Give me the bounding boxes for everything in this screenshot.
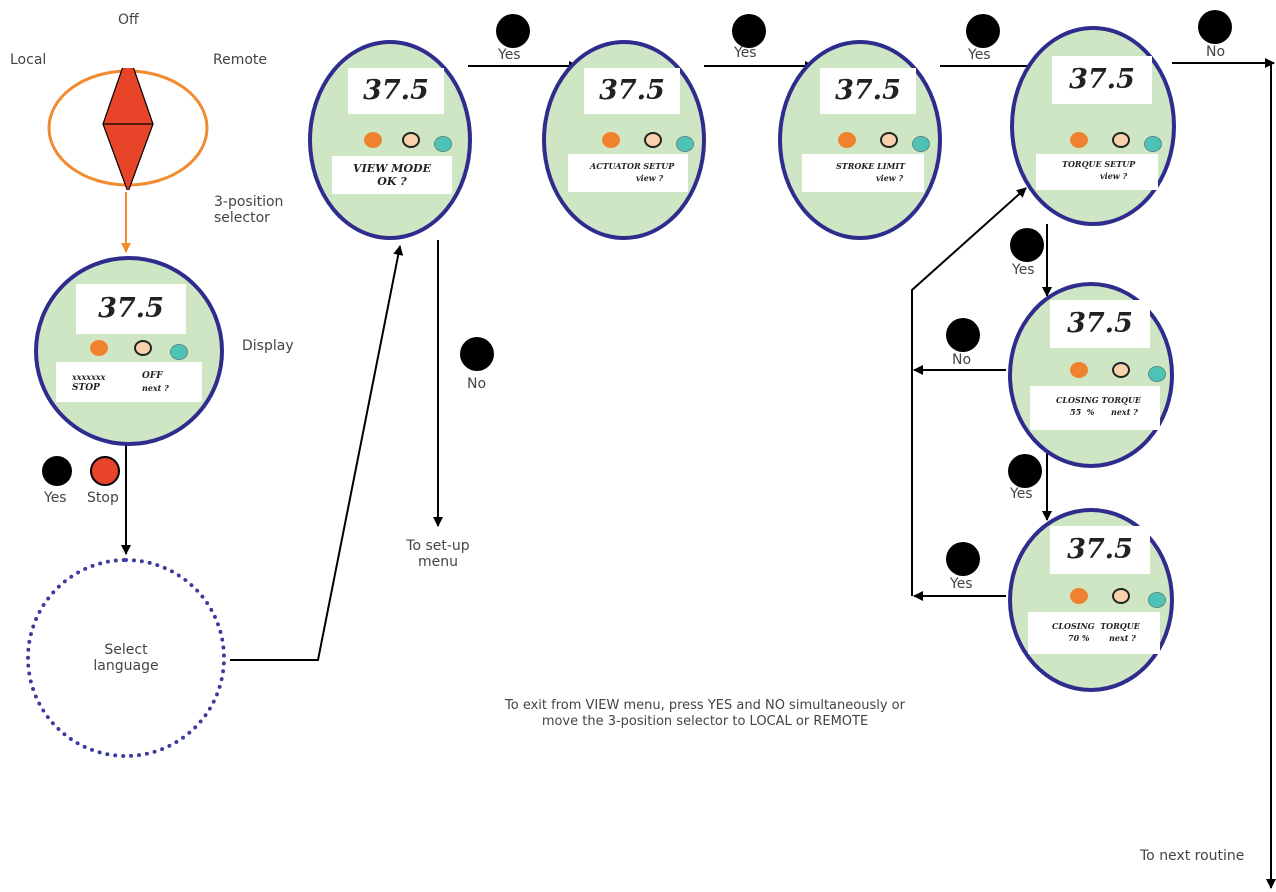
closing-torque-55-line2: 55 % next ? xyxy=(1070,407,1138,417)
msg-line1a: xxxxxxx xyxy=(72,372,106,382)
yes-button[interactable] xyxy=(732,14,766,48)
led-teal-icon xyxy=(1144,136,1162,152)
actuator-setup-value: 37.5 xyxy=(584,68,680,114)
no-button[interactable] xyxy=(1198,10,1232,44)
led-teal-icon xyxy=(1148,366,1166,382)
led-teal-icon xyxy=(912,136,930,152)
yes-label: Yes xyxy=(734,45,757,61)
led-orange-icon xyxy=(1070,588,1088,604)
torque-setup-value: 37.5 xyxy=(1052,56,1152,104)
stroke-limit-value: 37.5 xyxy=(820,68,916,114)
stop-button-label: Stop xyxy=(87,490,119,506)
stroke-limit-screen: 37.5 STROKE LIMIT view ? xyxy=(778,40,942,240)
view-mode-line2: OK ? xyxy=(377,175,407,188)
display-value: 37.5 xyxy=(76,284,186,334)
display-screen: 37.5 xxxxxxx OFF STOP next ? xyxy=(34,256,224,446)
led-orange-icon xyxy=(838,132,856,148)
led-teal-icon xyxy=(1148,592,1166,608)
stroke-limit-message: STROKE LIMIT view ? xyxy=(802,154,924,192)
led-beige-icon xyxy=(880,132,898,148)
view-mode-screen: 37.5 VIEW MODE OK ? xyxy=(308,40,472,240)
selector-caption: 3-position selector xyxy=(214,194,284,226)
led-beige-icon xyxy=(1112,132,1130,148)
actuator-setup-message: ACTUATOR SETUP view ? xyxy=(568,154,688,192)
led-orange-icon xyxy=(602,132,620,148)
yes-label: Yes xyxy=(968,47,991,63)
yes-button[interactable] xyxy=(946,542,980,576)
yes-button[interactable] xyxy=(1010,228,1044,262)
to-setup-menu-label: To set-up menu xyxy=(406,538,470,570)
yes-button[interactable] xyxy=(496,14,530,48)
closing-torque-70-line1: CLOSING TORQUE xyxy=(1052,621,1140,631)
yes-label: Yes xyxy=(950,576,973,592)
selector-dial-icon xyxy=(47,68,209,190)
view-mode-message: VIEW MODE OK ? xyxy=(332,156,452,194)
view-mode-value: 37.5 xyxy=(348,68,444,114)
closing-torque-55-message: CLOSING TORQUE 55 % next ? xyxy=(1030,386,1160,430)
no-label: No xyxy=(952,352,972,368)
selector-remote-label: Remote xyxy=(213,52,268,68)
yes-label: Yes xyxy=(498,47,521,63)
led-teal-icon xyxy=(170,344,188,360)
actuator-setup-screen: 37.5 ACTUATOR SETUP view ? xyxy=(542,40,706,240)
closing-torque-70-screen: 37.5 CLOSING TORQUE 70 % next ? xyxy=(1008,508,1174,692)
yes-label: Yes xyxy=(1012,262,1035,278)
closing-torque-70-value: 37.5 xyxy=(1050,526,1150,574)
yes-button[interactable] xyxy=(42,456,72,486)
selector-local-label: Local xyxy=(10,52,47,68)
yes-label: Yes xyxy=(1010,486,1033,502)
select-language-node[interactable]: Select language xyxy=(26,558,226,758)
no-button[interactable] xyxy=(460,337,494,371)
closing-torque-55-value: 37.5 xyxy=(1050,300,1150,348)
closing-torque-70-line2: 70 % next ? xyxy=(1068,633,1136,643)
led-orange-icon xyxy=(364,132,382,148)
led-teal-icon xyxy=(434,136,452,152)
stroke-limit-line2: view ? xyxy=(876,173,904,183)
actuator-setup-line1: ACTUATOR SETUP xyxy=(590,161,675,171)
yes-button-label: Yes xyxy=(44,490,67,506)
exit-instruction-note: To exit from VIEW menu, press YES and NO… xyxy=(505,698,905,729)
closing-torque-70-message: CLOSING TORQUE 70 % next ? xyxy=(1028,612,1160,654)
torque-setup-line2: view ? xyxy=(1100,171,1128,181)
torque-setup-screen: 37.5 TORQUE SETUP view ? xyxy=(1010,26,1176,226)
led-teal-icon xyxy=(676,136,694,152)
no-label: No xyxy=(1206,44,1226,60)
stop-button[interactable] xyxy=(90,456,120,486)
msg-line2a: STOP xyxy=(72,383,100,393)
select-language-label: Select language xyxy=(93,642,159,674)
yes-button[interactable] xyxy=(966,14,1000,48)
no-label: No xyxy=(467,376,487,392)
stroke-limit-line1: STROKE LIMIT xyxy=(836,161,906,171)
no-button[interactable] xyxy=(946,318,980,352)
msg-line2b: next ? xyxy=(142,383,169,393)
closing-torque-55-line1: CLOSING TORQUE xyxy=(1056,395,1142,405)
led-beige-icon xyxy=(402,132,420,148)
closing-torque-55-screen: 37.5 CLOSING TORQUE 55 % next ? xyxy=(1008,282,1174,468)
display-message: xxxxxxx OFF STOP next ? xyxy=(56,362,202,402)
msg-line1b: OFF xyxy=(142,371,163,381)
actuator-setup-line2: view ? xyxy=(636,173,664,183)
torque-setup-line1: TORQUE SETUP xyxy=(1062,159,1136,169)
to-next-routine-label: To next routine xyxy=(1140,848,1245,864)
led-orange-icon xyxy=(1070,362,1088,378)
led-beige-icon xyxy=(644,132,662,148)
selector-off-label: Off xyxy=(118,12,139,28)
torque-setup-message: TORQUE SETUP view ? xyxy=(1036,154,1158,190)
led-beige-icon xyxy=(134,340,152,356)
led-orange-icon xyxy=(1070,132,1088,148)
yes-button[interactable] xyxy=(1008,454,1042,488)
three-position-selector[interactable] xyxy=(46,68,212,190)
display-caption: Display xyxy=(242,338,294,354)
led-beige-icon xyxy=(1112,588,1130,604)
led-beige-icon xyxy=(1112,362,1130,378)
view-mode-line1: VIEW MODE xyxy=(353,162,431,175)
led-orange-icon xyxy=(90,340,108,356)
